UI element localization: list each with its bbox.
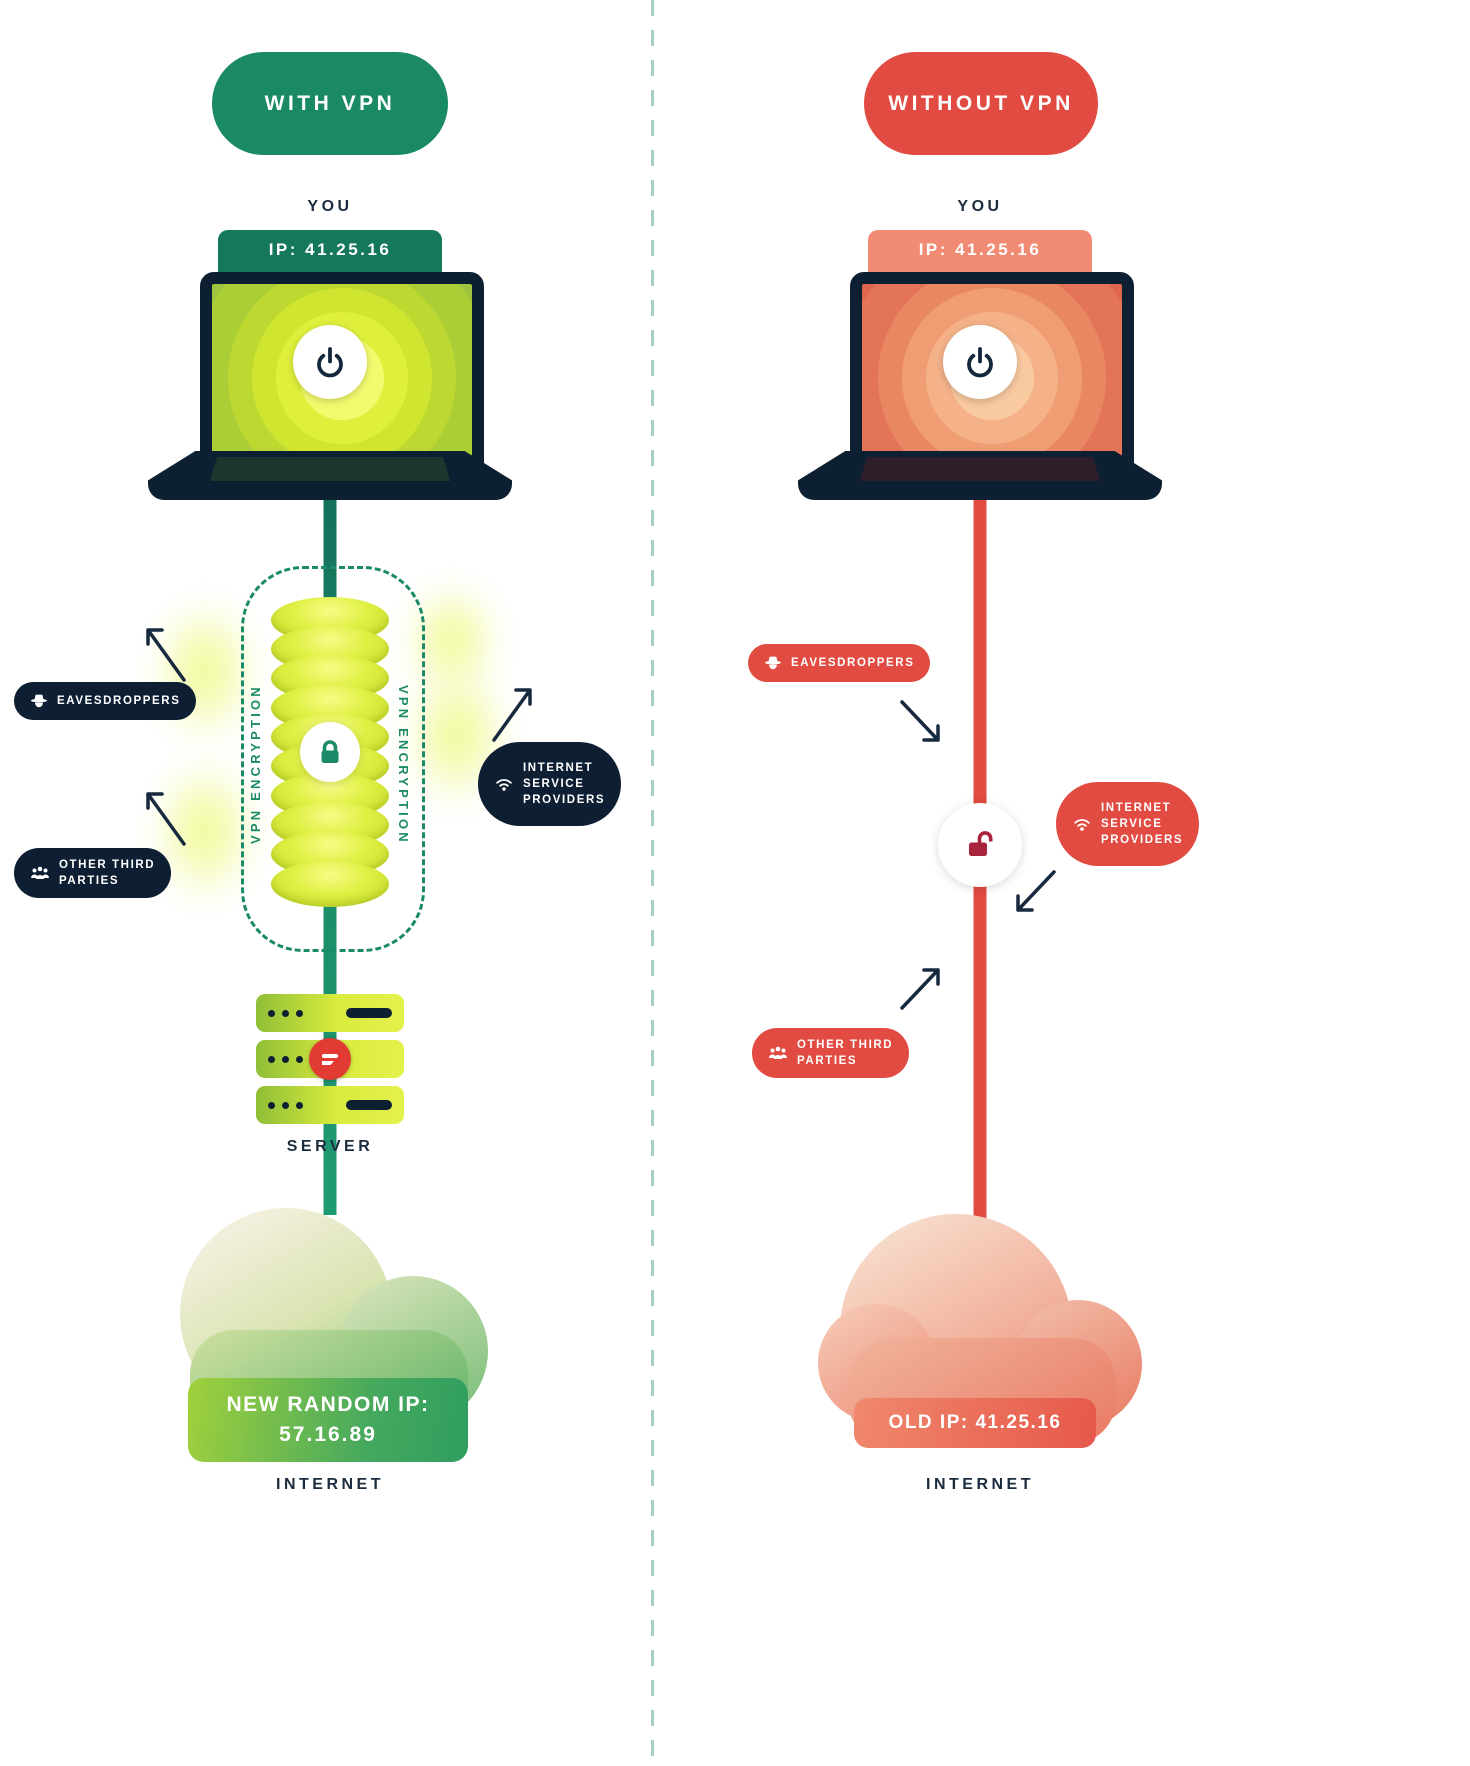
deflect-arrow-icon — [146, 628, 186, 682]
server-logo-icon — [322, 1054, 338, 1065]
group-icon — [31, 866, 49, 879]
new-ip-title: NEW RANDOM IP: — [226, 1393, 430, 1416]
third-parties-label-line1: OTHER THIRD — [59, 859, 156, 871]
power-button-left — [293, 325, 367, 399]
third-parties-label-line1: OTHER THIRD — [797, 1039, 894, 1051]
encryption-coil — [271, 597, 389, 907]
without-vpn-header-pill: WITHOUT VPN — [864, 52, 1098, 155]
isp-label-line2: SERVICE — [523, 778, 585, 790]
with-vpn-header-pill: WITH VPN — [212, 52, 448, 155]
old-ip-value: OLD IP: 41.25.16 — [888, 1412, 1062, 1433]
server-leds — [268, 1009, 303, 1017]
new-ip-banner: NEW RANDOM IP: 57.16.89 — [188, 1378, 468, 1462]
wifi-icon — [496, 779, 512, 791]
laptop-keyboard-right — [859, 457, 1101, 481]
server-rack-row — [256, 1086, 404, 1124]
vpn-encryption-label-right: VPN ENCRYPTION — [396, 684, 411, 845]
column-divider — [651, 0, 654, 1766]
access-arrow-icon — [900, 968, 940, 1010]
vpn-encryption-label-left: VPN ENCRYPTION — [248, 684, 263, 845]
internet-label-left: INTERNET — [276, 1476, 384, 1493]
laptop-keyboard-left — [209, 457, 451, 481]
server-leds — [268, 1055, 303, 1063]
server-leds — [268, 1101, 303, 1109]
eavesdroppers-label: EAVESDROPPERS — [57, 695, 181, 707]
group-icon — [769, 1046, 787, 1059]
isp-label-line3: PROVIDERS — [1101, 834, 1184, 846]
secure-lock-badge — [300, 722, 360, 782]
server-drive-slot — [346, 1008, 392, 1018]
laptop-base-left — [148, 451, 512, 500]
deflect-arrow-icon — [146, 792, 186, 846]
isp-label-line3: PROVIDERS — [523, 794, 606, 806]
isp-label-line1: INTERNET — [1101, 802, 1172, 814]
eavesdroppers-label: EAVESDROPPERS — [791, 657, 915, 669]
third-parties-tag-left: OTHER THIRD PARTIES — [14, 848, 172, 898]
internet-label-right: INTERNET — [926, 1476, 1034, 1493]
access-arrow-icon — [900, 700, 940, 742]
isp-label-line2: SERVICE — [1101, 818, 1163, 830]
isp-tag-left: INTERNET SERVICE PROVIDERS — [478, 742, 622, 826]
unsecure-lock-badge — [938, 803, 1022, 887]
isp-label-line1: INTERNET — [523, 762, 594, 774]
spy-icon — [31, 694, 47, 708]
power-button-right — [943, 325, 1017, 399]
third-parties-label-line2: PARTIES — [797, 1055, 858, 1067]
wifi-icon — [1074, 819, 1090, 831]
access-arrow-icon — [1016, 870, 1056, 912]
server-label: SERVER — [286, 1138, 374, 1155]
vpn-server — [256, 994, 404, 1124]
you-label-right: YOU — [957, 198, 1003, 215]
lock-open-icon — [969, 831, 993, 856]
deflect-arrow-icon — [492, 688, 532, 742]
eavesdroppers-tag-left: EAVESDROPPERS — [14, 682, 197, 720]
server-rack-row — [256, 1038, 404, 1080]
server-drive-slot — [346, 1100, 392, 1110]
power-icon — [967, 347, 993, 378]
eavesdroppers-tag-right: EAVESDROPPERS — [748, 644, 931, 682]
vpn-tunnel-outline — [241, 566, 425, 952]
server-rack-row — [256, 994, 404, 1032]
you-label-left: YOU — [307, 198, 353, 215]
laptop-base-right — [798, 451, 1162, 500]
isp-tag-right: INTERNET SERVICE PROVIDERS — [1056, 782, 1200, 866]
old-ip-banner: OLD IP: 41.25.16 — [854, 1398, 1096, 1448]
new-ip-value: 57.16.89 — [279, 1423, 377, 1446]
coil-ring — [271, 861, 389, 907]
laptop-screen-left — [200, 272, 484, 477]
third-parties-tag-right: OTHER THIRD PARTIES — [752, 1028, 910, 1078]
power-icon — [317, 347, 343, 378]
laptop-screen-right — [850, 272, 1134, 477]
expressvpn-logo-badge — [309, 1038, 351, 1080]
third-parties-label-line2: PARTIES — [59, 875, 120, 887]
spy-icon — [765, 656, 781, 670]
lock-closed-icon — [321, 740, 339, 763]
